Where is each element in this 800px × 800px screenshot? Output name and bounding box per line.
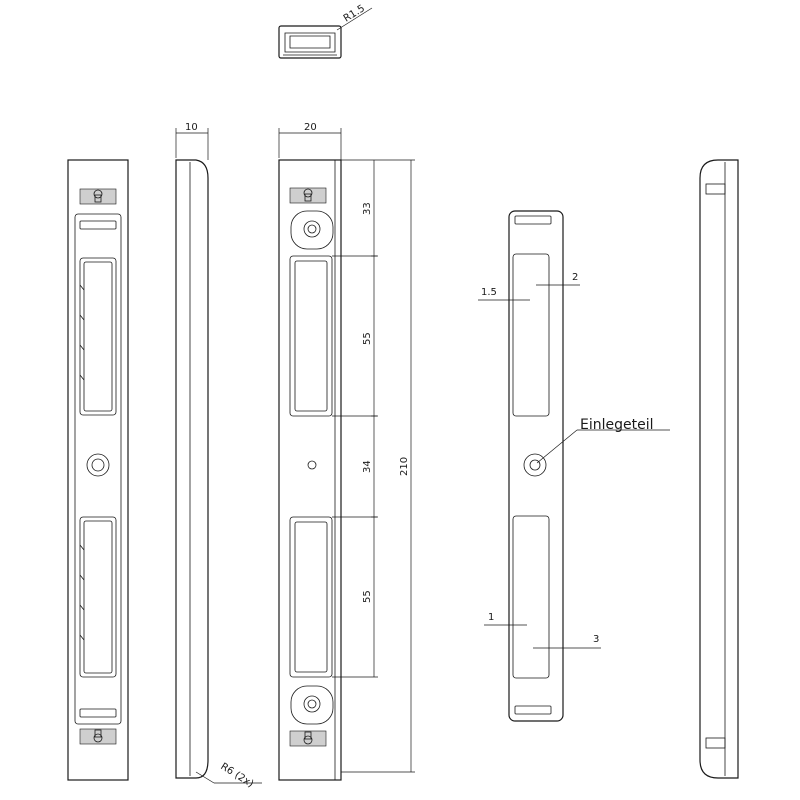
side-view-thin: 10 R6 (2x) bbox=[175, 122, 262, 790]
dim-thickness: 10 bbox=[185, 122, 198, 133]
dim-r1-5: R1.5 bbox=[342, 3, 367, 24]
top-section-view: R1.5 bbox=[278, 3, 373, 59]
insert-center-circle bbox=[523, 453, 547, 477]
dim-gap-top: 33 bbox=[362, 202, 373, 215]
dim-offset-a: 1.5 bbox=[481, 287, 497, 298]
side-view-right bbox=[699, 159, 739, 779]
dim-width: 20 bbox=[304, 122, 317, 133]
dim-offset-d: 3 bbox=[593, 634, 599, 645]
anchor-hatch-top bbox=[79, 188, 117, 205]
dim-slot-upper: 55 bbox=[362, 332, 373, 345]
insert-part-view: Einlegeteil 1.5 2 1 3 bbox=[478, 210, 670, 722]
dim-middle: 34 bbox=[362, 460, 373, 473]
dim-slot-lower: 55 bbox=[362, 590, 373, 603]
dim-offset-c: 1 bbox=[488, 612, 494, 623]
anchor-hatch-bottom bbox=[79, 728, 117, 745]
label-insert-part: Einlegeteil bbox=[580, 417, 654, 433]
dim-total-length: 210 bbox=[399, 457, 410, 476]
center-screw-left bbox=[86, 453, 110, 477]
dim-radius-ends: R6 (2x) bbox=[218, 761, 255, 790]
front-view-left bbox=[67, 159, 129, 781]
front-view-dimensioned: 20 33 55 34 55 210 bbox=[278, 122, 415, 781]
dim-offset-b: 2 bbox=[572, 272, 578, 283]
